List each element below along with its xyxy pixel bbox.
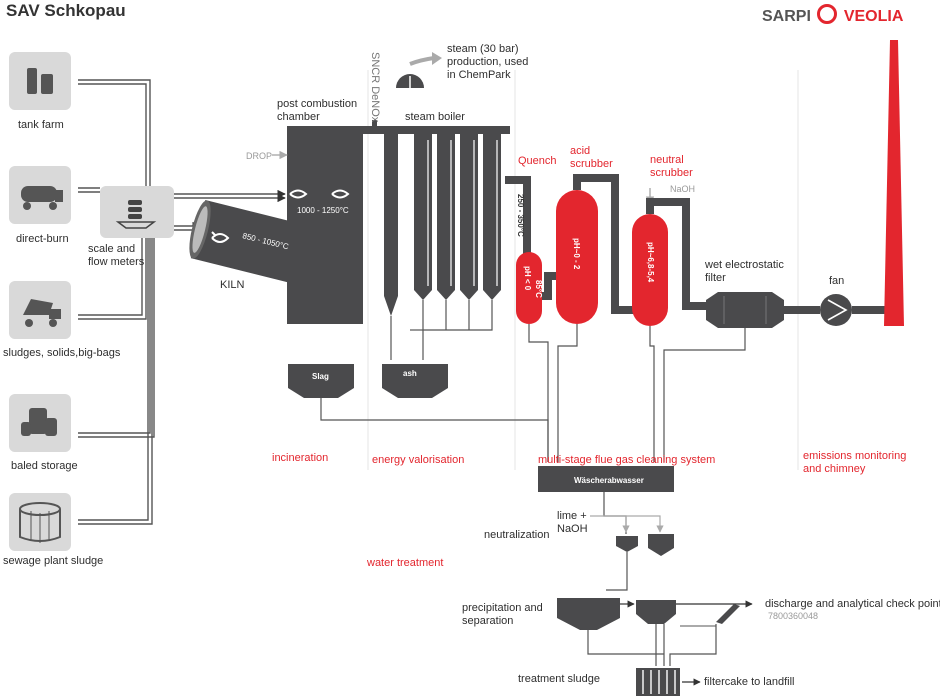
sncr-injector xyxy=(372,120,377,134)
precipitation-label: precipitation and separation xyxy=(462,602,543,627)
acid-label: acid scrubber xyxy=(570,145,613,170)
slag-label: Slag xyxy=(312,372,329,381)
quench-vessel xyxy=(516,252,542,324)
discharge-code: 7800360048 xyxy=(768,611,819,621)
quench-acid-duct xyxy=(542,272,556,300)
fan-label: fan xyxy=(829,275,845,287)
acid-scrubber xyxy=(556,190,598,324)
source-sludges xyxy=(9,281,71,339)
boiler-label: steam boiler xyxy=(405,111,465,123)
kiln-label: KILN xyxy=(220,279,245,291)
section-water: water treatment xyxy=(367,557,444,569)
company-logo: SARPI VEOLIA xyxy=(762,4,903,26)
section-gas-cleaning: multi-stage flue gas cleaning system xyxy=(538,454,716,466)
quench-label: Quench xyxy=(518,155,557,167)
tank-farm-icon xyxy=(27,68,53,94)
fan-chimney-duct xyxy=(852,306,886,314)
source-tank-farm xyxy=(9,52,71,110)
neutral-label: neutral scrubber xyxy=(650,154,693,179)
source-label: tank farm xyxy=(18,119,64,131)
quench-temp: 250 - 350°C xyxy=(516,194,525,237)
naoh-label: NaOH xyxy=(670,184,696,194)
separation-tank xyxy=(636,600,676,624)
sncr-label: SNCR DeNOx xyxy=(369,52,381,123)
neutralization-line xyxy=(606,552,628,591)
source-direct-burn xyxy=(9,166,71,224)
acid-ph: pH~0 - 2 xyxy=(572,238,581,270)
source-sewage-sludge xyxy=(9,493,71,551)
sludge-lines xyxy=(587,624,717,666)
neutral-wesp-duct xyxy=(646,198,706,310)
post-combustion-chamber xyxy=(287,126,363,324)
source-label: direct-burn xyxy=(16,233,69,245)
fan-icon xyxy=(820,294,852,326)
scale-icon xyxy=(115,200,157,229)
discharge-label: discharge and analytical check point xyxy=(765,598,940,610)
quench-duct xyxy=(523,176,531,254)
boiler-pipes xyxy=(404,140,498,290)
section-energy: energy valorisation xyxy=(372,454,465,466)
neutral-scrubber xyxy=(632,214,668,326)
drop-label: DROP xyxy=(246,151,273,161)
precipitation-tank xyxy=(557,598,620,630)
neutralization-vessel-1 xyxy=(616,536,638,552)
scale-pipes xyxy=(174,189,286,235)
feed-pipes xyxy=(78,79,155,525)
pcc-boiler-duct xyxy=(340,126,510,134)
tanker-truck-icon xyxy=(21,186,63,210)
neutralization-vessel-2 xyxy=(648,534,674,556)
wesp-label: wet electrostatic filter xyxy=(705,259,784,284)
source-label: baled storage xyxy=(11,460,78,472)
wesp-lines xyxy=(723,296,767,324)
wastewater-tank xyxy=(538,466,674,492)
reagent-label: lime + NaOH xyxy=(557,510,588,535)
ash-lines xyxy=(390,300,493,360)
steam-label: steam (30 bar) production, used in ChemP… xyxy=(447,43,529,81)
barrels-icon xyxy=(21,408,57,436)
chimney xyxy=(884,40,904,326)
section-emissions: emissions monitoring and chimney xyxy=(803,450,907,475)
source-label: sewage plant sludge xyxy=(3,555,104,567)
drain-lines xyxy=(320,324,746,462)
quench-vessel-temp: 85°C xyxy=(534,280,543,298)
wastewater-line xyxy=(603,492,627,534)
logo-right-text: VEOLIA xyxy=(843,8,904,25)
boiler-quench-duct xyxy=(505,176,531,184)
pcc-temp: 1000 - 1250°C xyxy=(297,206,349,215)
neutralization-label: neutralization xyxy=(484,529,550,541)
wastewater-label: Wäscherabwasser xyxy=(574,476,644,485)
filtercake-label: filtercake to landfill xyxy=(704,676,795,688)
quench-ph: pH < 0 xyxy=(523,266,532,291)
kiln-flame-icon xyxy=(211,231,230,243)
sludge-label: treatment sludge xyxy=(518,673,600,685)
steam-gauge-icon xyxy=(396,52,442,88)
steam-boiler xyxy=(384,134,501,316)
discharge-valve xyxy=(716,604,740,624)
source-baled-storage xyxy=(9,394,71,452)
acid-neutral-duct xyxy=(573,174,634,314)
neutral-ph: pH~6,8-5,4 xyxy=(646,242,655,283)
dump-truck-icon xyxy=(23,299,61,327)
pcc-label: post combustion chamber xyxy=(277,98,358,123)
logo-left-text: SARPI xyxy=(762,8,811,25)
scale-label: scale and flow meters xyxy=(88,243,145,268)
ash-bin xyxy=(382,364,448,398)
filter-press-plates xyxy=(642,670,676,694)
wesp-fan-duct xyxy=(784,306,820,314)
source-label: sludges, solids,big-bags xyxy=(3,347,121,359)
ash-label: ash xyxy=(403,369,417,378)
section-dividers xyxy=(367,70,799,470)
pcc-flame-icons xyxy=(289,189,350,199)
reagent-lines xyxy=(590,515,664,533)
slag-bin xyxy=(288,364,354,398)
page-title: SAV Schkopau xyxy=(6,1,126,20)
section-incineration: incineration xyxy=(272,452,329,464)
sludge-tank-icon xyxy=(19,502,61,543)
logo-mark-icon xyxy=(817,4,838,24)
wet-electrostatic-filter xyxy=(706,292,784,328)
